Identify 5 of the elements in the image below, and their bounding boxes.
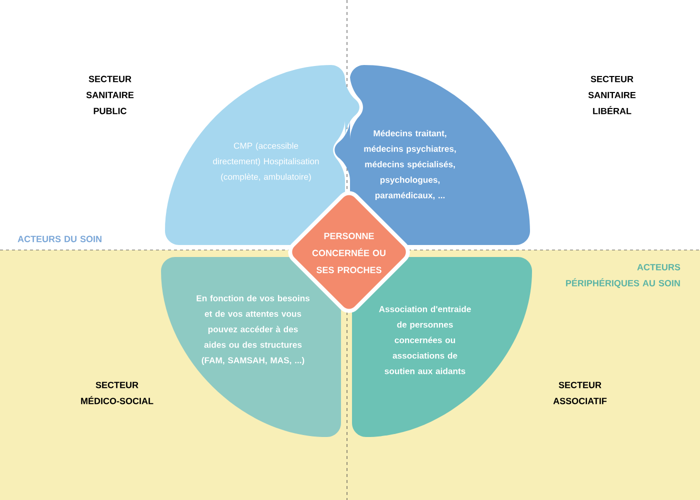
sector-heading: SECTEUR SANITAIRE LIBÉRAL [588,76,636,114]
section-label: ACTEURS PÉRIPHÉRIQUES AU SOIN [566,264,680,288]
sector-heading: SECTEUR SANITAIRE PUBLIC [86,76,134,114]
section-label: ACTEURS DU SOIN [18,236,102,242]
sector-heading: SECTEUR ASSOCIATIF [553,382,607,404]
